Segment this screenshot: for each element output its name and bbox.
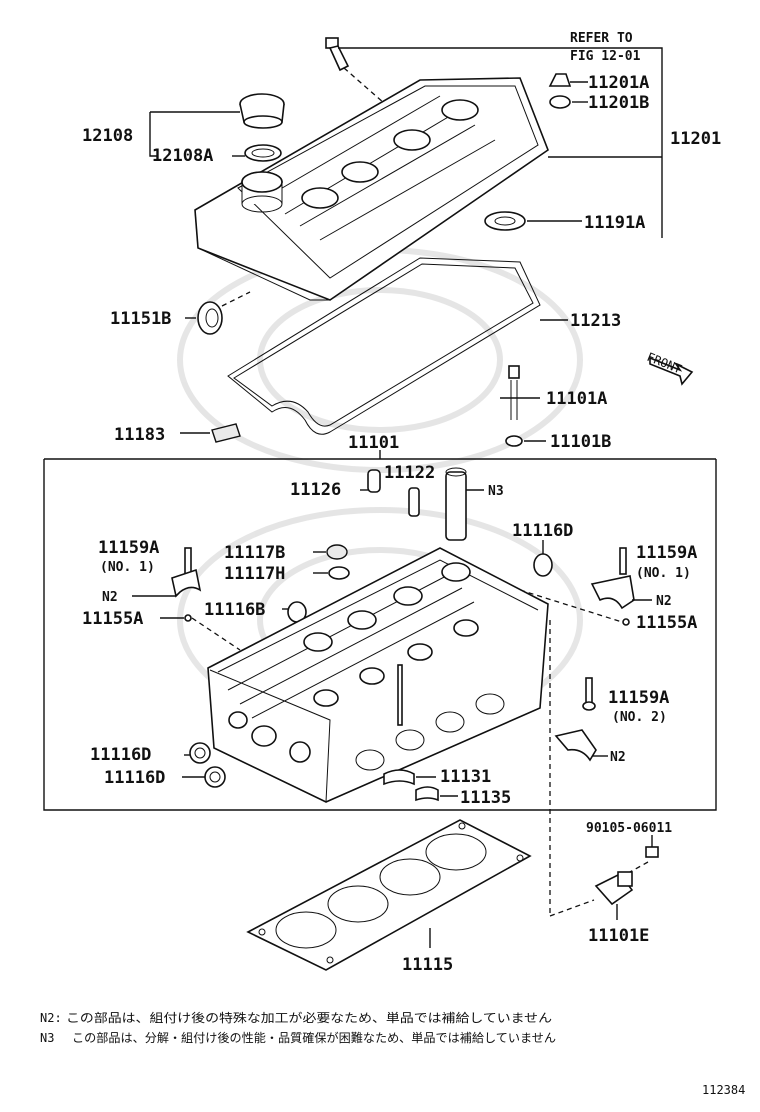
refer-fig-text: FIG 12-01 [570, 49, 641, 64]
note-n2-key: N2: [40, 1011, 62, 1025]
cylinder-head-cover [194, 77, 549, 301]
label-11155a-right: 11155A [636, 613, 697, 633]
head-cover-gasket [227, 257, 568, 435]
bearing-cap-no2 [549, 620, 608, 917]
label-11101a: 11101A [546, 389, 607, 409]
label-11131: 11131 [440, 767, 491, 787]
label-n2-left: N2 [102, 590, 118, 605]
label-n3: N3 [488, 484, 504, 499]
label-11151b: 11151B [110, 309, 171, 329]
ring-11135 [415, 786, 458, 802]
spark-plug-tube-seal [185, 291, 251, 335]
figure-number: 112384 [702, 1083, 745, 1097]
front-arrow [649, 356, 694, 386]
bearing-cap-no1-right [519, 547, 652, 626]
label-11117b: 11117B [224, 543, 285, 563]
label-11101: 11101 [348, 433, 399, 453]
label-11115: 11115 [402, 955, 453, 975]
plug-11116d-b [182, 766, 226, 788]
bracket-12108 [149, 112, 158, 157]
label-n2-right: N2 [656, 594, 672, 609]
label-12108a: 12108A [152, 146, 213, 166]
label-11159a-left: 11159A [98, 538, 159, 558]
cam-position-sensor [594, 871, 634, 920]
label-no1-left: (NO. 1) [100, 560, 155, 575]
plug-11117h [313, 566, 350, 580]
label-11159a-lower: 11159A [608, 688, 669, 708]
label-90105-06011: 90105-06011 [586, 821, 672, 836]
label-11101e: 11101E [588, 926, 649, 946]
valve-guide [408, 487, 420, 517]
label-n2-lower: N2 [610, 750, 626, 765]
plate-part [180, 423, 241, 443]
label-11201b: 11201B [588, 93, 649, 113]
dowel-pin [360, 469, 381, 493]
label-12108: 12108 [82, 126, 133, 146]
breather-plug [325, 37, 393, 111]
cap-gasket [244, 144, 282, 162]
cover-nut [548, 73, 588, 87]
label-11117h: 11117H [224, 564, 285, 584]
ring-11131 [383, 769, 436, 786]
label-11191a: 11191A [584, 213, 645, 233]
label-11183: 11183 [114, 425, 165, 445]
refer-to-text: REFER TO [570, 31, 633, 46]
label-11126: 11126 [290, 480, 341, 500]
spark-plug-tube [445, 467, 484, 541]
label-11213: 11213 [570, 311, 621, 331]
label-11116d-a: 11116D [90, 745, 151, 765]
plug-11117b [313, 544, 348, 560]
label-11155a-left: 11155A [82, 609, 143, 629]
label-11159a-right: 11159A [636, 543, 697, 563]
label-11116d-top: 11116D [512, 521, 573, 541]
label-no2: (NO. 2) [612, 710, 667, 725]
oil-filler-cap [239, 93, 285, 129]
sensor-bolt [629, 835, 659, 873]
cylinder-head-gasket [246, 819, 532, 971]
label-11201a: 11201A [588, 73, 649, 93]
label-11122: 11122 [384, 463, 435, 483]
plug-11116d-a [184, 742, 211, 764]
label-11135: 11135 [460, 788, 511, 808]
label-11116d-b: 11116D [104, 768, 165, 788]
label-no1-right: (NO. 1) [636, 566, 691, 581]
plug-11116d-top [533, 540, 553, 577]
note-n2-text: この部品は、組付け後の特殊な加工が必要なため、単品では補給していません [66, 1010, 552, 1025]
label-11201: 11201 [670, 129, 721, 149]
note-n3-text: この部品は、分解・組付け後の性能・品質確保が困難なため、単品では補給していません [72, 1030, 556, 1045]
cylinder-head [207, 547, 549, 803]
label-11101b: 11101B [550, 432, 611, 452]
cover-grommet [549, 95, 588, 109]
label-front: FRONT [645, 350, 684, 377]
label-11116b: 11116B [204, 600, 265, 620]
stud-bolt [500, 365, 546, 447]
refer-leader [338, 47, 663, 238]
plug-tube-seal [484, 211, 582, 231]
bearing-cap-no1-left [132, 547, 241, 651]
note-n3-key: N3 [40, 1031, 54, 1045]
